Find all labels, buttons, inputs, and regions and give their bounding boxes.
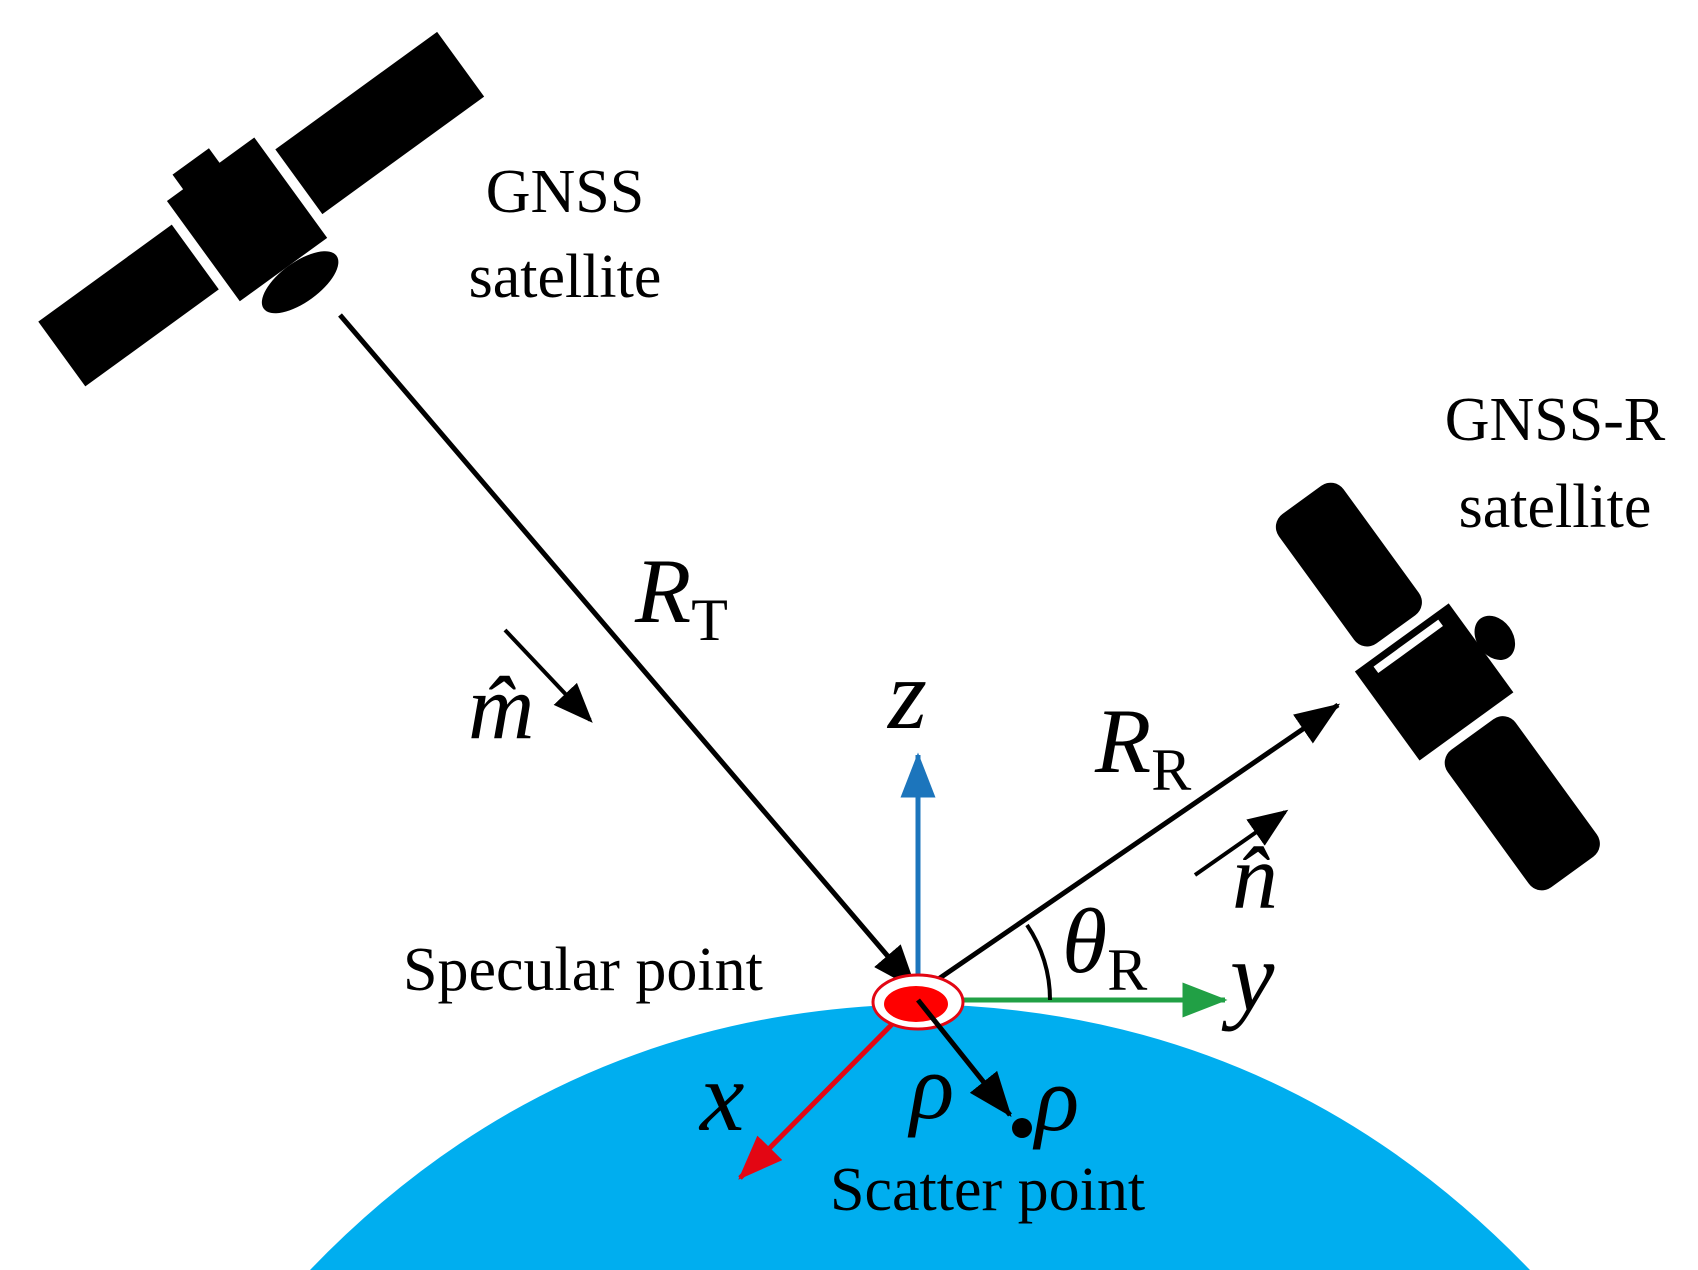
reflected-path-rr <box>916 702 1341 996</box>
n-hat-vector <box>1193 809 1289 877</box>
gnss-satellite-icon <box>38 31 485 387</box>
gnss-satellite-label-line2: satellite <box>469 243 662 311</box>
scatter-point-dot <box>1012 1118 1032 1138</box>
rho-label: ρ <box>1032 1048 1079 1150</box>
m-hat-vector <box>503 628 593 723</box>
rr-main: R <box>1094 690 1151 792</box>
theta-r-label: θR <box>1062 890 1147 1003</box>
gnss-satellite-label-line1: GNSS <box>486 158 645 226</box>
y-axis-label: y <box>1221 921 1275 1032</box>
m-hat-label: m̂ <box>468 656 534 758</box>
gnss-r-satellite-label-line2: satellite <box>1459 473 1652 541</box>
theta-main: θ <box>1062 890 1107 992</box>
gnss-r-satellite-icon <box>1275 482 1600 891</box>
x-axis-arrow <box>738 996 920 1180</box>
rt-label: RT <box>634 540 728 653</box>
gnss-r-satellite-label-line1: GNSS-R <box>1445 386 1666 454</box>
n-hat-label: n̂ <box>1232 826 1278 928</box>
scatter-point-label: Scatter point <box>830 1156 1145 1224</box>
rt-subscript: T <box>691 587 728 653</box>
x-axis-label: x <box>698 1041 744 1152</box>
rr-subscript: R <box>1151 737 1191 803</box>
rho-vector-label: ρ⃗ <box>907 1036 1026 1138</box>
z-axis-label: z <box>886 639 927 750</box>
theta-r-angle-arc <box>1025 923 1053 1001</box>
rho-vector <box>916 998 1012 1117</box>
incident-path-rt <box>338 313 917 990</box>
rt-main: R <box>634 540 691 642</box>
specular-point-label: Specular point <box>403 936 763 1004</box>
earth-surface <box>310 1004 1530 1270</box>
theta-subscript: R <box>1107 937 1147 1003</box>
rr-label: RR <box>1094 690 1191 803</box>
